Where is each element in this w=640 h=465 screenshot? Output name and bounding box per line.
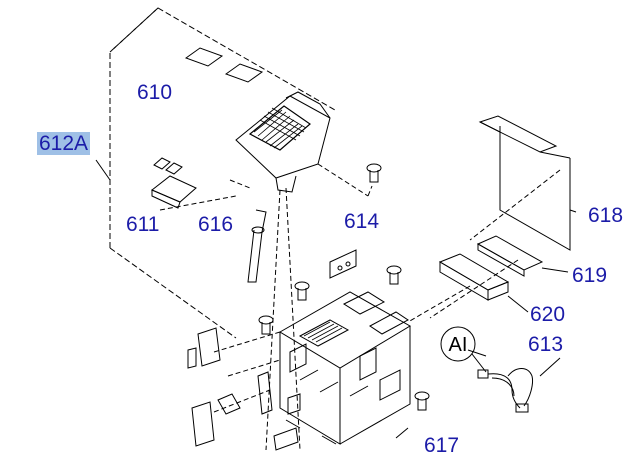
callout-611: 611 [126,213,160,236]
callout-618: 618 [588,204,624,227]
callout-613: 613 [528,333,564,356]
main-frame-617 [279,291,411,445]
pad-620 [438,253,510,301]
callout-614: 614 [344,210,380,233]
assembly-612a-outline [109,7,336,339]
callout-617: 617 [424,434,460,457]
callout-610: 610 [137,81,173,104]
parts-611 [151,157,197,209]
callout-620: 620 [530,303,566,326]
pad-619 [476,235,544,277]
right-leaders [407,169,577,357]
bracket-614 [329,249,357,279]
callout-616: 616 [198,213,234,236]
cable-613 [440,326,533,413]
tube-616 [247,209,267,283]
sheet-618 [478,115,571,251]
assembly-leaders [159,163,369,451]
callout-619: 619 [572,264,608,287]
screws [258,163,430,411]
left-small-parts [187,327,301,451]
pad-610 [184,47,264,83]
ink-tray [235,91,331,193]
lower-leaders [213,185,373,413]
callout-leaders [95,159,561,439]
circle-label-ai: AI [449,334,468,356]
callout-612a[interactable]: 612A [37,132,91,155]
